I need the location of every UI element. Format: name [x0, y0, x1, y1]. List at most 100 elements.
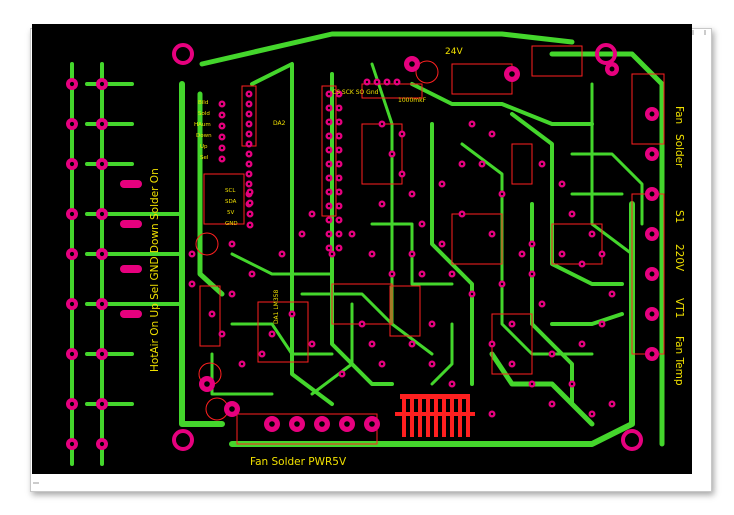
pad-hole	[520, 252, 524, 256]
pad-hole	[540, 162, 544, 166]
pad-hole	[99, 251, 105, 257]
pad-hole	[69, 121, 75, 127]
pad-hole	[204, 381, 210, 387]
capacitor-outline	[415, 60, 439, 84]
copper-trace	[300, 292, 394, 326]
pad-hole	[490, 342, 494, 346]
pad-hole	[649, 151, 655, 157]
label-fan-temp: Fan Temp	[673, 336, 685, 386]
pad-hole	[337, 148, 341, 152]
pad-hole	[460, 212, 464, 216]
pad-hole	[510, 362, 514, 366]
pad-hole	[327, 120, 331, 124]
pad-hole	[590, 232, 594, 236]
pad-hole	[99, 81, 105, 87]
pad-hole	[327, 204, 331, 208]
pad-hole	[310, 342, 314, 346]
pad-hole	[410, 342, 414, 346]
pad-hole	[380, 202, 384, 206]
pad-hole	[69, 441, 75, 447]
pad-hole	[220, 124, 224, 128]
label-da1: DA1 LM358	[273, 290, 280, 324]
pad-hole	[380, 362, 384, 366]
pad-hole	[590, 412, 594, 416]
pad-hole	[247, 92, 251, 96]
pad-hole	[450, 272, 454, 276]
pad-hole	[510, 322, 514, 326]
pad-hole	[609, 66, 615, 72]
pad-hole	[247, 112, 251, 116]
pad-hole	[600, 322, 604, 326]
pad-hole	[269, 421, 275, 427]
pad-hole	[500, 192, 504, 196]
pad-hole	[337, 232, 341, 236]
pad-hole	[420, 272, 424, 276]
pad-hole	[327, 176, 331, 180]
pad-hole	[300, 232, 304, 236]
pad-hole	[99, 351, 105, 357]
pad-hole	[327, 148, 331, 152]
pad-hole	[370, 342, 374, 346]
silkscreen-text: HotAir On Up Sel GND Down Solder On Fan …	[149, 47, 685, 468]
copper-trace	[230, 252, 334, 276]
component-outline	[257, 301, 309, 363]
pad-hole	[570, 382, 574, 386]
pad	[120, 180, 142, 188]
pad-hole	[410, 252, 414, 256]
pad-hole	[430, 362, 434, 366]
pad-hole	[440, 182, 444, 186]
pad-hole	[337, 218, 341, 222]
pad-hole	[229, 406, 235, 412]
pad-hole	[360, 322, 364, 326]
pad-hole	[550, 352, 554, 356]
pad-hole	[248, 212, 252, 216]
pad-hole	[570, 212, 574, 216]
pad-hole	[248, 223, 252, 227]
pad-hole	[330, 252, 334, 256]
pad-hole	[410, 192, 414, 196]
pad-hole	[509, 71, 515, 77]
pad-hole	[409, 61, 415, 67]
pad-hole	[270, 332, 274, 336]
pcb-board: HotAir On Up Sel GND Down Solder On Fan …	[32, 24, 692, 474]
pad-hole	[247, 182, 251, 186]
pad-hole	[370, 252, 374, 256]
copper-trace	[179, 81, 225, 427]
pad-hole	[580, 342, 584, 346]
pad-hole	[69, 351, 75, 357]
pad-hole	[327, 162, 331, 166]
pad-hole	[400, 172, 404, 176]
pad-hole	[69, 211, 75, 217]
pad-hole	[69, 401, 75, 407]
pad-hole	[247, 172, 251, 176]
copper-trace	[550, 312, 624, 326]
pad-hole	[649, 231, 655, 237]
pad-hole	[500, 282, 504, 286]
pad-hole	[99, 211, 105, 217]
pad-hole	[327, 134, 331, 138]
heatsink	[395, 394, 475, 437]
pad-hole	[248, 190, 252, 194]
pad-hole	[610, 292, 614, 296]
pad-hole	[99, 401, 105, 407]
pad-hole	[540, 302, 544, 306]
pad-hole	[580, 262, 584, 266]
component-outline	[511, 143, 533, 185]
pad-hole	[344, 421, 350, 427]
pad-hole	[337, 204, 341, 208]
pad-hole	[99, 441, 105, 447]
pad-hole	[190, 252, 194, 256]
pad-hole	[248, 201, 252, 205]
pad-hole	[530, 272, 534, 276]
pad-hole	[337, 92, 341, 96]
pad-hole	[649, 191, 655, 197]
pad-hole	[327, 232, 331, 236]
label-bottom-connector: Fan Solder PWR5V	[250, 456, 347, 468]
pad-hole	[530, 382, 534, 386]
pad-hole	[350, 232, 354, 236]
pad-hole	[247, 142, 251, 146]
pad-hole	[490, 232, 494, 236]
pad-hole	[337, 106, 341, 110]
pad-hole	[69, 301, 75, 307]
pad-hole	[430, 322, 434, 326]
